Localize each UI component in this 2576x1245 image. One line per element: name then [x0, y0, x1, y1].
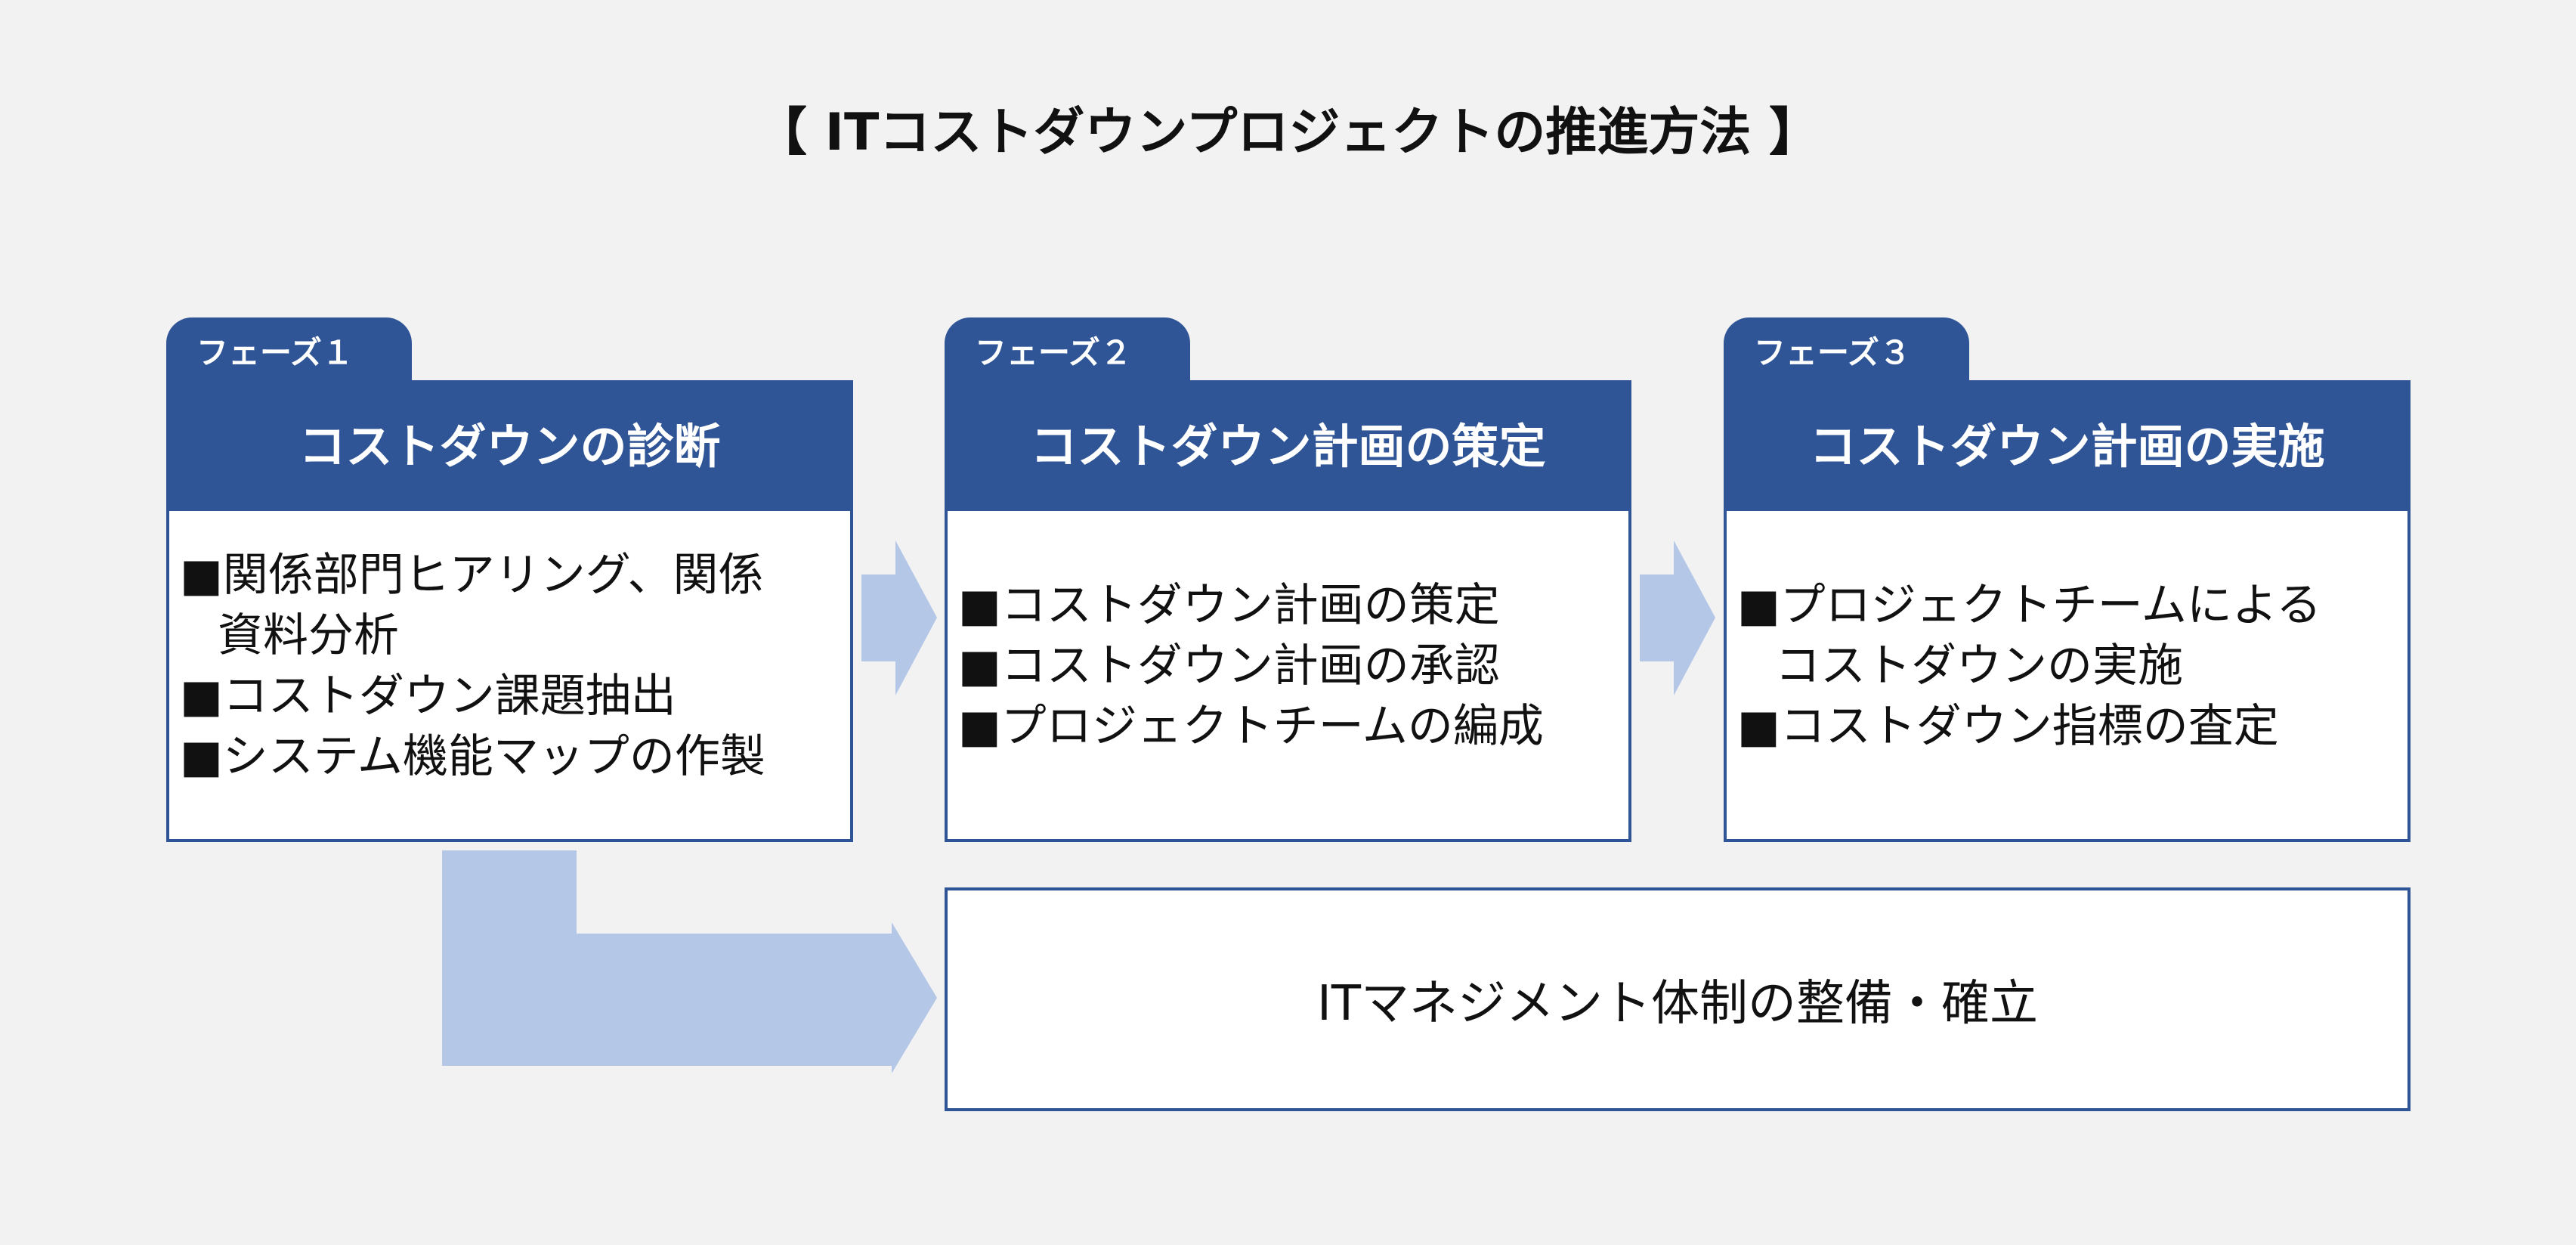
phase-3-item-1: ■プロジェクトチームによる コストダウンの実施 [1737, 575, 2397, 696]
it-management-box: ITマネジメント体制の整備・確立 [945, 887, 2411, 1111]
phase-3-item-2: ■コストダウン指標の査定 [1737, 700, 2279, 753]
phase-3-item-1-line-1: ■プロジェクトチームによる [1737, 579, 2322, 632]
phase-2-heading: コストダウン計画の策定 [945, 380, 1631, 513]
phase-1-item-1-line-2: 資料分析 [218, 609, 399, 662]
phase-3-tab: フェーズ３ [1724, 317, 1969, 386]
phase-3-body: ■プロジェクトチームによる コストダウンの実施 ■コストダウン指標の査定 [1724, 511, 2411, 842]
diagram-title: 【 ITコストダウンプロジェクトの推進方法 】 [756, 103, 1820, 163]
phase-2-tab: フェーズ２ [945, 317, 1190, 386]
phase-1-item-2: ■コストダウン課題抽出 [180, 670, 676, 723]
phase-2-item-2: ■コストダウン計画の承認 [958, 640, 1500, 692]
phase-3-heading: コストダウン計画の実施 [1724, 380, 2411, 513]
phase-1-to-2-arrow-icon [861, 540, 937, 695]
phase-2-body: ■コストダウン計画の策定 ■コストダウン計画の承認 ■プロジェクトチームの編成 [945, 511, 1631, 842]
phase-2-to-3-arrow-icon [1640, 540, 1715, 695]
phase-1-heading: コストダウンの診断 [166, 380, 853, 513]
phase-1-tab: フェーズ１ [166, 317, 412, 386]
phase-1-body: ■関係部門ヒアリング、関係 資料分析 ■コストダウン課題抽出 ■システム機能マッ… [166, 511, 853, 842]
phase-1-item-1-line-1: ■関係部門ヒアリング、関係 [180, 549, 764, 602]
phase-2-item-3: ■プロジェクトチームの編成 [958, 700, 1544, 753]
phase-1-to-bottom-arrow-icon [442, 850, 937, 1073]
phase-1-item-1: ■関係部門ヒアリング、関係 資料分析 [180, 545, 840, 666]
phase-3-item-1-line-2: コストダウンの実施 [1775, 640, 2183, 692]
it-management-label: ITマネジメント体制の整備・確立 [1317, 976, 2038, 1032]
phase-2-item-1: ■コストダウン計画の策定 [958, 579, 1500, 632]
phase-1-item-3: ■システム機能マップの作製 [180, 730, 765, 783]
